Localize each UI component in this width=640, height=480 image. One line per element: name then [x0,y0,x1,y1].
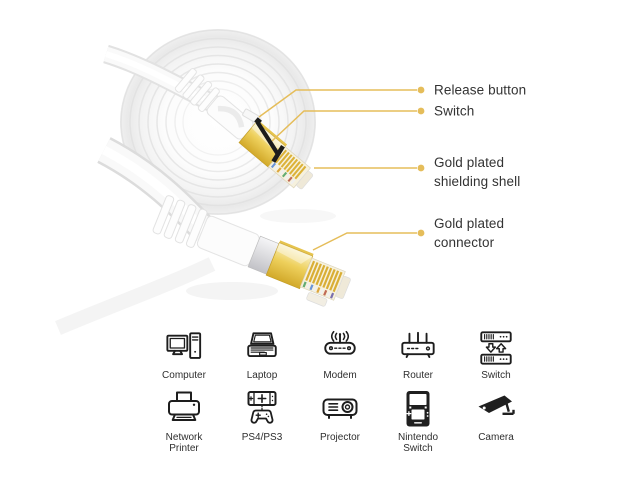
projector-icon [322,398,358,419]
network-switch-icon [480,331,512,365]
device-laptop: Laptop [223,327,301,382]
cable-photo [55,29,425,335]
device-computer: Computer [145,327,223,382]
leader-dot [417,107,425,115]
device-label: Network Printer [165,431,203,455]
upper-cable-strand [103,44,219,113]
switch-latch [254,117,285,163]
callout-connector: Gold plated connector [434,214,504,252]
device-projector: Projector [301,389,379,455]
callout-release-button: Release button [434,81,526,100]
lower-connector [152,195,351,307]
device-ps4-ps3: PS4/PS3 [223,389,301,455]
device-label: Camera [478,431,514,443]
device-label: Modem [323,370,357,381]
upper-connector [174,68,314,190]
device-label: PS4/PS3 [241,431,283,443]
callout-shielding-shell: Gold plated shielding shell [434,153,520,191]
callout-text: Switch [434,103,475,119]
leader-dot [417,229,425,237]
device-label: Switch [481,370,511,381]
callout-switch: Switch [434,102,474,121]
nintendo-switch-icon [406,390,430,426]
connector-shadow [186,282,278,300]
leader-switch [271,110,417,142]
device-label: Projector [319,431,360,443]
device-label: Laptop [246,370,278,381]
network-printer-icon [168,391,200,421]
leader-lines [258,86,425,251]
callout-text: Release button [434,82,527,98]
callout-text: Gold plated [434,155,505,170]
device-modem: Modem [301,327,379,382]
wire-colors [302,281,335,299]
wire-colors [270,162,296,185]
device-camera: Camera [457,389,535,455]
modem-icon [324,330,356,355]
compatible-devices-grid: Computer Laptop Modem [145,327,535,455]
device-label: Computer [162,370,206,381]
connector-shadow [260,209,336,223]
device-router: Router [379,327,457,382]
leader-dot [417,86,425,94]
computer-icon [166,332,202,359]
callout-text: connector [434,235,495,250]
device-network-printer: Network Printer [145,389,223,455]
leader-connector [312,232,417,251]
device-switch: Switch [457,327,535,382]
device-label: Nintendo Switch [397,431,439,455]
laptop-icon [247,332,277,358]
router-icon [401,331,435,358]
ps4-ps3-icon [247,390,277,424]
device-label: Router [402,370,433,381]
leader-dot [417,164,425,172]
device-nintendo-switch: Nintendo Switch [379,389,457,455]
cable-strand-faint [55,257,216,335]
leader-release-button [258,89,417,118]
callout-text: shielding shell [434,174,521,189]
callout-text: Gold plated [434,216,505,231]
camera-icon [478,395,515,415]
